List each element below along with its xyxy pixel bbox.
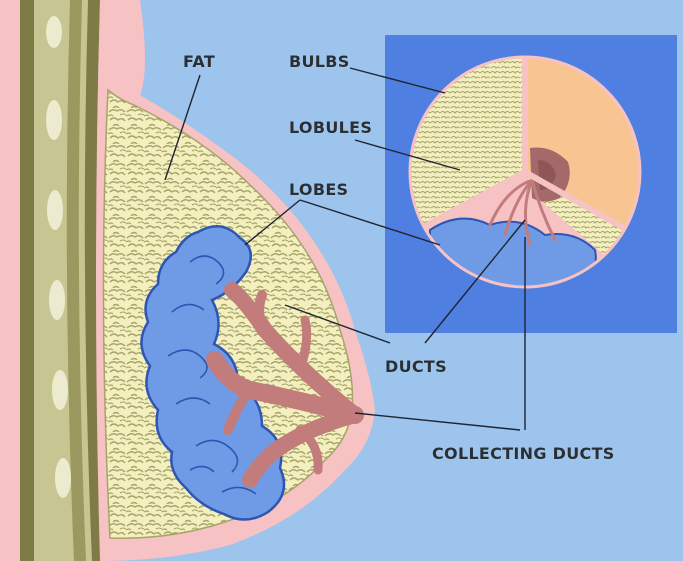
skin-left: [0, 0, 20, 561]
label-lobes: LOBES: [289, 180, 348, 199]
label-lobules: LOBULES: [289, 118, 372, 137]
label-bulbs: BULBS: [289, 52, 350, 71]
label-ducts: DUCTS: [385, 357, 447, 376]
label-fat: FAT: [183, 52, 215, 71]
label-collecting-ducts: COLLECTING DUCTS: [432, 444, 615, 463]
